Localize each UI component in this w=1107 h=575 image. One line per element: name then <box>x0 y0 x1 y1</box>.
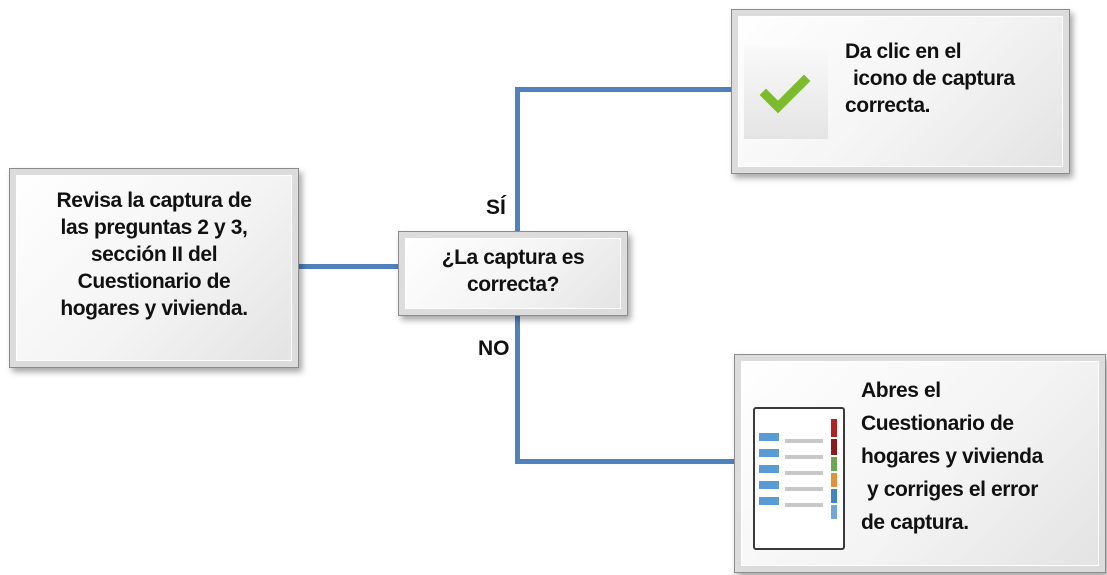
no-action-box: Abres el Cuestionario de hogares y vivie… <box>734 354 1106 573</box>
no-line-1: Abres el <box>861 379 941 402</box>
no-line-4: y corriges el error <box>867 478 1038 501</box>
start-process-text: Revisa la captura de las preguntas 2 y 3… <box>24 187 284 322</box>
decision-line-2: correcta? <box>466 273 560 296</box>
no-line-2: Cuestionario de <box>861 412 1014 435</box>
no-line-5: de captura. <box>861 511 969 534</box>
yes-line-2: icono de captura <box>853 67 1015 90</box>
start-line-2: las preguntas 2 y 3, <box>60 216 248 239</box>
branch-label-yes: SÍ <box>486 196 506 219</box>
yes-action-box: Da clic en el icono de captura correcta. <box>731 9 1070 174</box>
no-line-3: hogares y vivienda <box>861 445 1043 468</box>
connector-yes <box>515 87 732 92</box>
no-action-text: Abres el Cuestionario de hogares y vivie… <box>861 377 1101 536</box>
yes-line-3: correcta. <box>845 94 931 117</box>
decision-text: ¿La captura es correcta? <box>409 244 617 298</box>
branch-label-no: NO <box>478 337 510 360</box>
decision-line-1: ¿La captura es <box>441 246 585 269</box>
yes-line-1: Da clic en el <box>845 40 962 63</box>
start-line-4: Cuestionario de <box>77 270 231 293</box>
start-line-1: Revisa la captura de <box>56 189 252 212</box>
document-form-icon <box>753 407 845 550</box>
decision-box: ¿La captura es correcta? <box>398 231 628 316</box>
start-line-3: sección II del <box>90 243 218 266</box>
start-process-box: Revisa la captura de las preguntas 2 y 3… <box>9 168 299 368</box>
start-line-5: hogares y vivienda. <box>60 297 248 320</box>
connector-no <box>515 459 735 464</box>
yes-action-text: Da clic en el icono de captura correcta. <box>845 38 1065 119</box>
connector-start-decision <box>299 264 399 269</box>
check-icon <box>744 45 828 139</box>
